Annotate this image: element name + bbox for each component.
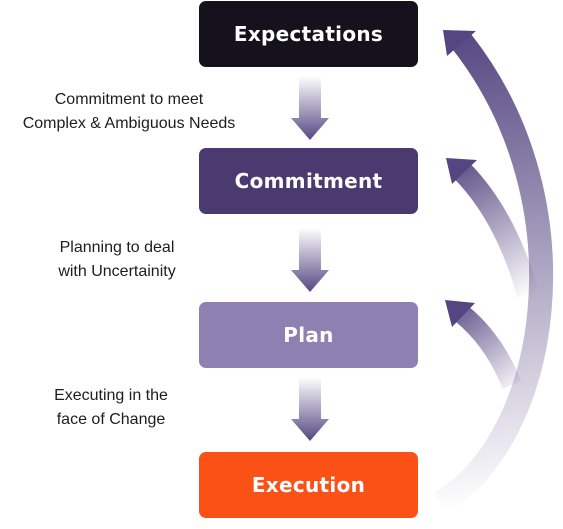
transition-note-line: with Uncertainity [58,263,176,280]
transition-note-line: Commitment to meet [54,91,204,108]
down-arrow-1 [291,76,329,140]
feedback-arrow-to-plan [445,300,522,389]
stage-execution: Execution [199,452,418,518]
transition-note-planning: Planning to deal with Uncertainity [36,236,198,284]
stage-label: Commitment [234,169,383,193]
feedback-arrow-to-expectations [433,30,553,514]
transition-note-line: Complex & Ambiguous Needs [22,115,236,132]
transition-note-line: Executing in the [54,387,168,404]
transition-note-line: face of Change [56,411,166,428]
feedback-arrow-to-commitment [446,158,539,298]
transition-note-executing: Executing in the face of Change [30,384,192,432]
stage-plan: Plan [199,302,418,368]
down-arrow-3 [291,377,329,441]
down-arrow-2 [291,228,329,292]
transition-note-commitment: Commitment to meet Complex & Ambiguous N… [0,88,258,136]
stage-label: Plan [283,323,334,347]
stage-expectations: Expectations [199,1,418,67]
stage-commitment: Commitment [199,148,418,214]
stage-label: Execution [251,473,366,497]
transition-note-line: Planning to deal [59,239,175,256]
stage-label: Expectations [233,22,384,46]
